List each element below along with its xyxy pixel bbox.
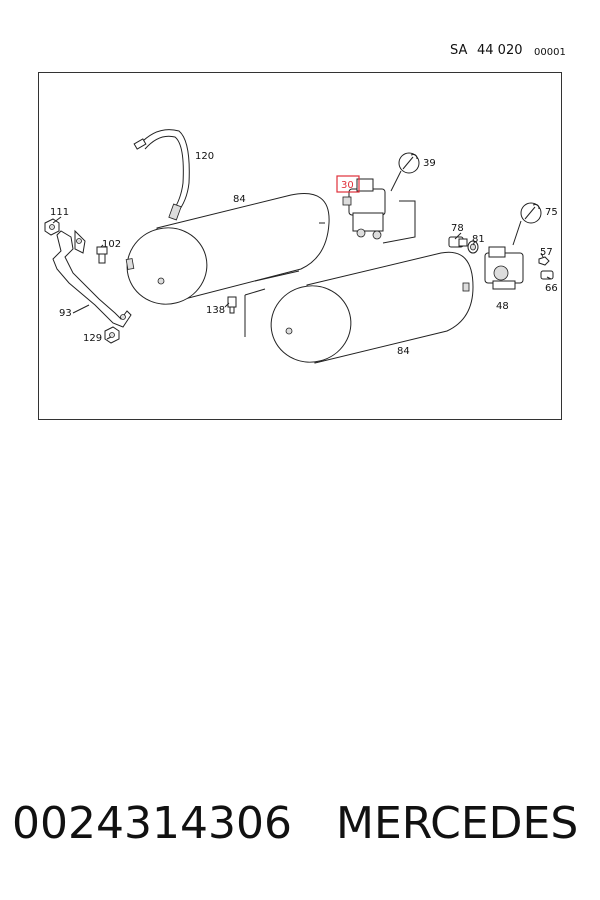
nut-111[interactable] bbox=[44, 218, 60, 236]
valve-48[interactable] bbox=[484, 246, 524, 290]
label-102: 102 bbox=[102, 239, 121, 250]
fitting-78[interactable] bbox=[448, 236, 468, 248]
diagram-frame: 120 84 111 102 93 129 138 30 39 78 81 75… bbox=[38, 72, 562, 420]
wrench-icon bbox=[390, 152, 420, 192]
pipe-120[interactable] bbox=[133, 129, 190, 221]
bolt-102[interactable] bbox=[96, 246, 108, 264]
connection-lines bbox=[244, 200, 416, 337]
valve-30[interactable] bbox=[342, 178, 386, 240]
brand-name: MERCEDES bbox=[336, 798, 579, 849]
highlight-box bbox=[336, 175, 360, 193]
footer: 0024314306 MERCEDES bbox=[0, 798, 600, 868]
parts-diagram: 120 84 111 102 93 129 138 30 39 78 81 75… bbox=[44, 129, 558, 370]
air-tank-lower[interactable] bbox=[263, 251, 474, 370]
label-111: 111 bbox=[50, 207, 69, 218]
label-81: 81 bbox=[472, 234, 485, 245]
drain-valve-138[interactable] bbox=[227, 296, 237, 314]
label-57: 57 bbox=[540, 247, 553, 258]
label-129: 129 bbox=[83, 333, 102, 344]
nipple-66[interactable] bbox=[540, 270, 554, 280]
label-78: 78 bbox=[451, 223, 464, 234]
header-group: 44 020 bbox=[477, 43, 523, 58]
label-120: 120 bbox=[195, 151, 214, 162]
label-138: 138 bbox=[206, 305, 225, 316]
nut-129[interactable] bbox=[104, 326, 120, 344]
label-75: 75 bbox=[545, 207, 558, 218]
label-48: 48 bbox=[496, 301, 509, 312]
label-66: 66 bbox=[545, 283, 558, 294]
wrench-icon bbox=[512, 202, 542, 246]
label-39: 39 bbox=[423, 158, 436, 169]
screw-57[interactable] bbox=[538, 256, 550, 266]
part-number: 0024314306 bbox=[12, 798, 292, 849]
header-sheet: 00001 bbox=[534, 47, 566, 58]
air-tank-upper[interactable] bbox=[119, 193, 330, 313]
header-sa: SA bbox=[450, 43, 468, 58]
label-84-upper: 84 bbox=[233, 194, 246, 205]
label-93: 93 bbox=[59, 308, 72, 319]
seal-ring-81[interactable] bbox=[467, 240, 479, 254]
bracket-93[interactable] bbox=[52, 229, 132, 328]
label-30: 30 bbox=[341, 180, 354, 191]
leader-lines bbox=[52, 216, 552, 340]
label-84-lower: 84 bbox=[397, 346, 410, 357]
